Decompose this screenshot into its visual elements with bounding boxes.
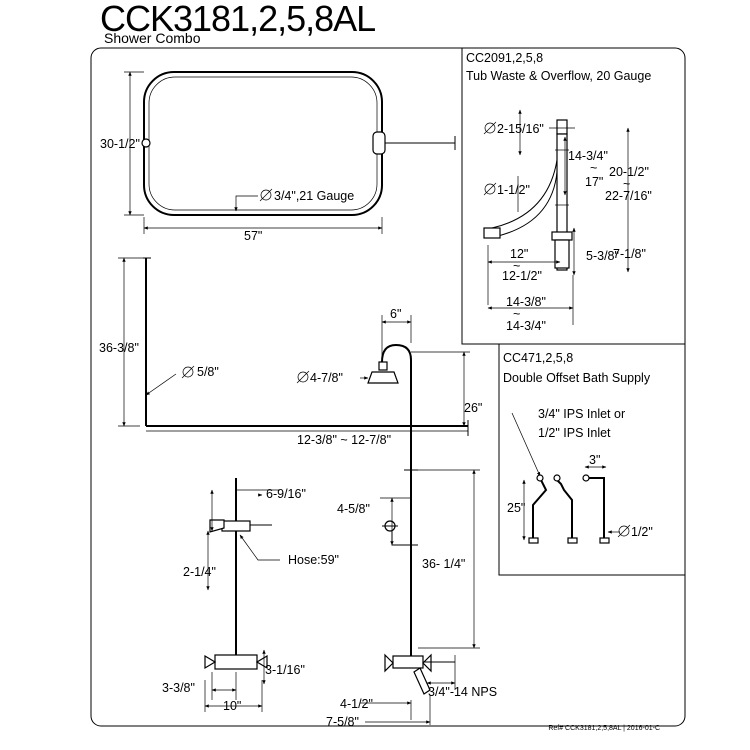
bath-diameter-label: 1/2" — [631, 525, 653, 539]
tub-dim-a: 14-3/4" — [568, 149, 608, 163]
tub-dim-i-sep: ~ — [513, 307, 520, 321]
enclosure-tube-label: 3/4",21 Gauge — [274, 189, 354, 203]
shower-head-label: 4-7/8" — [310, 371, 343, 385]
bath-inlet-line2: 1/2" IPS Inlet — [538, 426, 611, 440]
riser-height-label: 36-3/8" — [99, 341, 139, 355]
bath-supply-drawing — [528, 474, 610, 544]
hand-shower-label: 6-9/16" — [266, 487, 306, 501]
bath-supply-name: Double Offset Bath Supply — [503, 371, 651, 385]
tub-dim-f: 12-1/2" — [502, 269, 542, 283]
bath-supply-panel — [498, 344, 685, 576]
enclosure-ring — [141, 71, 456, 216]
tub-waste-name: Tub Waste & Overflow, 20 Gauge — [466, 69, 651, 83]
tub-waste-panel — [461, 48, 685, 345]
tub-dim-c: 20-1/2" — [609, 165, 649, 179]
tub-waste-model: CC2091,2,5,8 — [466, 51, 543, 65]
holder-label: 2-1/4" — [183, 565, 216, 579]
riser-diameter-label: 5/8" — [197, 365, 219, 379]
centers-label: 10" — [223, 699, 241, 713]
enclosure-width-label: 57" — [244, 229, 262, 243]
tub-dim-a-sep: ~ — [590, 161, 597, 175]
bath-inlet-line1: 3/4" IPS Inlet or — [538, 407, 625, 421]
bath-spacing-label: 3" — [589, 453, 600, 467]
spout-total-label: 7-5/8" — [326, 715, 359, 729]
arm-height-label: 26" — [464, 401, 482, 415]
tub-dim-d: 22-7/16" — [605, 189, 652, 203]
tub-dim-b: 17" — [585, 175, 603, 189]
tub-drain-label: 1-1/2" — [497, 183, 530, 197]
span-label: 12-3/8" ~ 12-7/8" — [297, 433, 391, 447]
hose-label: Hose:59" — [288, 553, 339, 567]
riser-lower-label: 36- 1/4" — [422, 557, 465, 571]
shower-riser — [367, 343, 455, 695]
tub-dim-h: 7-1/8" — [613, 247, 646, 261]
valve-height-label: 3-1/16" — [265, 663, 305, 677]
outer-frame — [90, 47, 686, 727]
diagram-subtitle: Shower Combo — [104, 30, 201, 46]
tub-dim-e: 12" — [510, 247, 528, 261]
diagram-title: CCK3181,2,5,8AL — [100, 0, 376, 39]
valve-left-label: 3-3/8" — [162, 681, 195, 695]
enclosure-height-label: 30-1/2" — [100, 137, 140, 151]
diameter-icon — [260, 189, 272, 201]
support-label: 4-5/8" — [337, 502, 370, 516]
tub-dim-g: 5-3/8" — [586, 249, 619, 263]
tub-waste-drawing — [483, 119, 573, 271]
bath-supply-model: CC471,2,5,8 — [503, 351, 573, 365]
spout-label: 4-1/2" — [340, 697, 373, 711]
tub-dim-c-sep: ~ — [623, 177, 630, 191]
riser-enclosure-side — [143, 257, 469, 436]
reference-code: Ref# CCK3181,2,5,8AL | 2016-01-C — [548, 725, 660, 732]
tub-dim-e-sep: ~ — [513, 259, 520, 273]
thread-label: 3/4"-14 NPS — [428, 685, 497, 699]
tub-dim-i: 14-3/8" — [506, 295, 546, 309]
bath-height-label: 25" — [507, 501, 525, 515]
tub-top-label: 2-15/16" — [497, 122, 544, 136]
riser-offset-label: 6" — [390, 307, 401, 321]
tub-dim-j: 14-3/4" — [506, 319, 546, 333]
